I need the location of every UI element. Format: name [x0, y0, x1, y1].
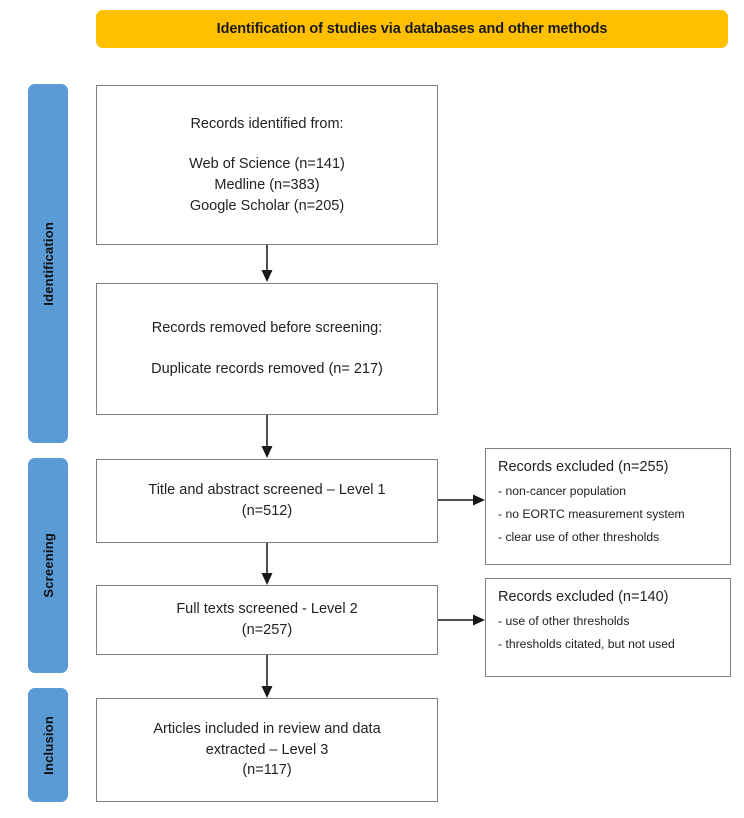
diagram-header-banner: Identification of studies via databases …: [96, 10, 728, 48]
arrow-down-level2-to-included: [259, 655, 275, 699]
screened-level-1-title: Title and abstract screened – Level 1: [148, 482, 386, 499]
articles-included-count: (n=117): [242, 762, 292, 779]
diagram-header-title: Identification of studies via databases …: [216, 21, 608, 37]
box-articles-included: Articles included in review and data ext…: [96, 698, 438, 802]
arrow-down-identified-to-removed: [259, 245, 275, 283]
records-excluded-2-reason-2: - thresholds citated, but not used: [498, 636, 675, 651]
records-excluded-1-reason-2: - no EORTC measurement system: [498, 506, 685, 521]
articles-included-line-2: extracted – Level 3: [205, 741, 329, 758]
phase-label-inclusion: Inclusion: [40, 715, 56, 775]
records-excluded-2-content: Records excluded (n=140) - use of other …: [486, 579, 675, 653]
records-identified-source-1: Web of Science (n=141): [189, 156, 345, 173]
arrow-down-icon: [261, 245, 273, 282]
arrow-right-level1-to-excluded: [438, 492, 486, 508]
phase-bar-inclusion: Inclusion: [28, 688, 68, 802]
arrow-down-icon: [261, 655, 273, 698]
phase-bar-identification: Identification: [28, 84, 68, 443]
arrow-down-level1-to-level2: [259, 543, 275, 586]
records-excluded-1-reason-3: - clear use of other thresholds: [498, 529, 660, 544]
screened-level-2-title: Full texts screened - Level 2: [176, 601, 358, 618]
phase-label-identification: Identification: [40, 221, 56, 306]
records-excluded-2-reason-1: - use of other thresholds: [498, 613, 630, 628]
records-excluded-2-title: Records excluded (n=140): [498, 589, 669, 605]
screened-level-2-count: (n=257): [241, 622, 293, 638]
arrow-down-icon: [261, 543, 273, 585]
screened-level-1-count: (n=512): [241, 503, 293, 519]
box-screened-level-1: Title and abstract screened – Level 1 (n…: [96, 459, 438, 543]
box-records-excluded-1: Records excluded (n=255) - non-cancer po…: [485, 448, 731, 565]
records-removed-detail: Duplicate records removed (n= 217): [151, 361, 383, 377]
records-excluded-1-reason-1: - non-cancer population: [498, 483, 627, 498]
phase-bar-screening: Screening: [28, 458, 68, 673]
arrow-right-icon: [438, 494, 485, 506]
box-records-identified: Records identified from: Web of Science …: [96, 85, 438, 245]
records-identified-heading: Records identified from:: [190, 115, 344, 132]
phase-label-screening: Screening: [40, 533, 56, 598]
records-excluded-1-title: Records excluded (n=255): [498, 459, 669, 475]
arrow-right-level2-to-excluded: [438, 612, 486, 628]
arrow-down-removed-to-level1: [259, 415, 275, 459]
articles-included-line-1: Articles included in review and data: [153, 721, 381, 738]
arrow-down-icon: [261, 415, 273, 458]
arrow-right-icon: [438, 614, 485, 626]
records-removed-heading: Records removed before screening:: [151, 320, 383, 337]
records-excluded-1-content: Records excluded (n=255) - non-cancer po…: [486, 449, 685, 545]
box-records-excluded-2: Records excluded (n=140) - use of other …: [485, 578, 731, 677]
box-records-removed: Records removed before screening: Duplic…: [96, 283, 438, 415]
box-screened-level-2: Full texts screened - Level 2 (n=257): [96, 585, 438, 655]
records-identified-source-2: Medline (n=383): [214, 177, 320, 193]
records-identified-source-3: Google Scholar (n=205): [189, 197, 345, 214]
